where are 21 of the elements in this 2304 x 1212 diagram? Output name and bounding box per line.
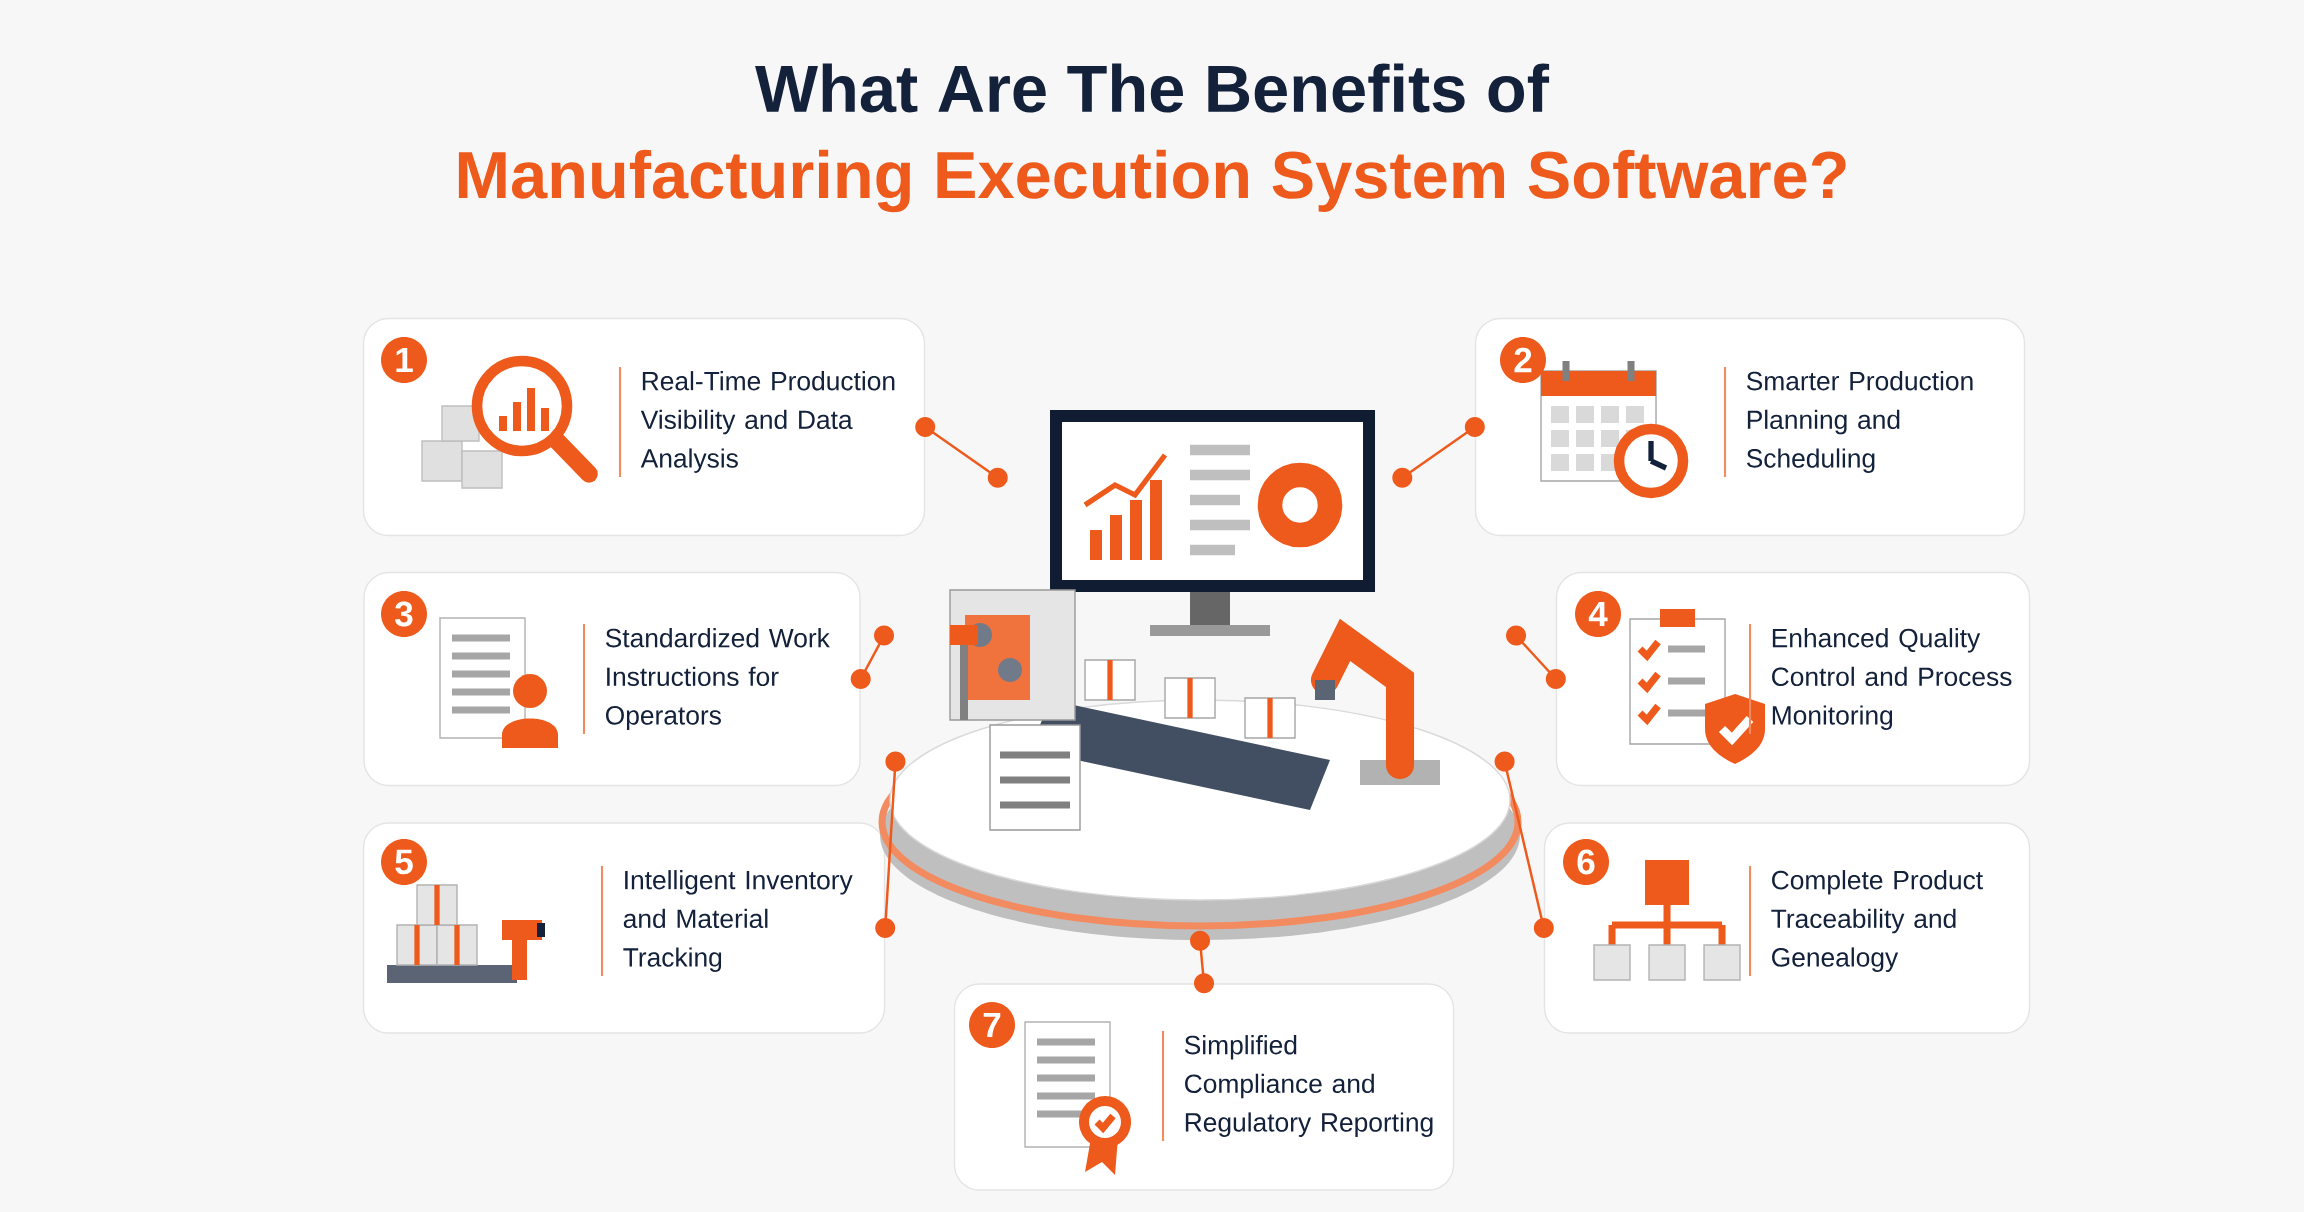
card-text: Simplified Compliance and Regulatory Reporting <box>1184 1035 1433 1137</box>
number-badge: 3 <box>381 591 427 637</box>
leader-line <box>1190 930 1214 994</box>
leader-line <box>1506 625 1566 689</box>
card-text: Real-Time Production Visibility and Data Analysis <box>640 371 895 473</box>
title: What Are The Benefits of <box>755 63 1550 113</box>
number-badge: 6 <box>1563 839 1609 885</box>
leader-line <box>915 417 1008 488</box>
subtitle: Manufacturing Execution System Software? <box>458 149 1846 213</box>
card-text: Standardized Work Instructions for Operators <box>605 628 830 730</box>
leader-line <box>850 625 894 689</box>
number-badge: 4 <box>1575 591 1621 637</box>
leader-line <box>1392 417 1485 488</box>
number-badge: 7 <box>969 1002 1015 1048</box>
number-badge: 5 <box>381 839 427 885</box>
number-badge: 1 <box>381 337 427 383</box>
card-text: Enhanced Quality Control and Process Monitoring <box>1772 628 2012 730</box>
card-text: Complete Product Traceability and Genealogy <box>1771 870 1983 972</box>
card-text: Smarter Production Planning and Scheduling <box>1746 371 1973 473</box>
number-badge: 2 <box>1500 337 1546 383</box>
card-text: Intelligent Inventory and Material Tracking <box>623 870 853 972</box>
